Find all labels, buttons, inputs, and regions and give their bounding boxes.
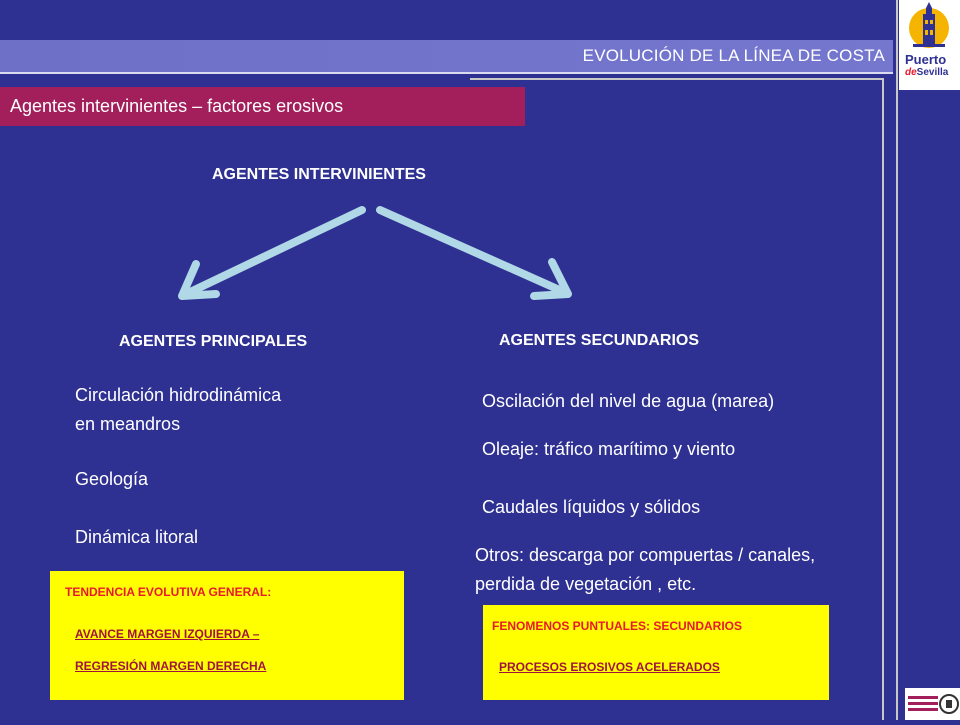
tendencia-line-1: AVANCE MARGEN IZQUIERDA – xyxy=(75,627,260,641)
fenomenos-title: FENOMENOS PUNTUALES: SECUNDARIOS xyxy=(492,619,743,633)
secundario-item-2: Oleaje: tráfico marítimo y viento xyxy=(482,439,736,459)
secundario-item-4: Otros: descarga por compuertas / canales… xyxy=(475,545,816,565)
arrow-right-icon xyxy=(376,206,572,300)
fenomenos-line-1: PROCESOS EROSIVOS ACELERADOS xyxy=(499,660,720,674)
header-title: EVOLUCIÓN DE LA LÍNEA DE COSTA xyxy=(582,46,885,65)
tendencia-line-2: REGRESIÓN MARGEN DERECHA xyxy=(75,659,267,673)
header-bar: EVOLUCIÓN DE LA LÍNEA DE COSTA xyxy=(0,40,893,74)
agentes-principales-heading: AGENTES PRINCIPALES xyxy=(119,333,308,350)
secundario-item-1: Oscilación del nivel de agua (marea) xyxy=(482,391,775,411)
principal-item-2: Geología xyxy=(75,469,149,489)
arrow-left-icon xyxy=(178,206,366,300)
frame-line-vertical-inner xyxy=(882,80,884,720)
puerto-sevilla-logo: Puerto deSevilla xyxy=(899,0,960,90)
subtitle-text: Agentes intervinientes – factores erosiv… xyxy=(10,96,344,116)
logo-text-sevilla: deSevilla xyxy=(905,67,949,78)
certification-logo xyxy=(905,688,960,720)
tendencia-box: TENDENCIA EVOLUTIVA GENERAL: AVANCE MARG… xyxy=(50,571,404,700)
principal-item-1: Circulación hidrodinámica xyxy=(75,385,282,405)
tendencia-title: TENDENCIA EVOLUTIVA GENERAL: xyxy=(65,585,272,599)
main-heading: AGENTES INTERVINIENTES xyxy=(212,166,426,183)
subtitle-bar: Agentes intervinientes – factores erosiv… xyxy=(0,87,525,126)
principal-item-1b: en meandros xyxy=(75,414,181,434)
logo-text-puerto: Puerto xyxy=(905,52,947,67)
secundario-item-4b: perdida de vegetación , etc. xyxy=(475,574,697,594)
tower-icon xyxy=(909,2,949,48)
frame-line-vertical xyxy=(896,0,898,720)
frame-line-horizontal xyxy=(470,78,884,80)
principal-item-3: Dinámica litoral xyxy=(75,527,199,547)
certification-seal-icon xyxy=(908,694,959,714)
fenomenos-box: FENOMENOS PUNTUALES: SECUNDARIOS PROCESO… xyxy=(483,605,829,700)
agentes-secundarios-heading: AGENTES SECUNDARIOS xyxy=(499,332,700,349)
secundario-item-3: Caudales líquidos y sólidos xyxy=(482,497,701,517)
